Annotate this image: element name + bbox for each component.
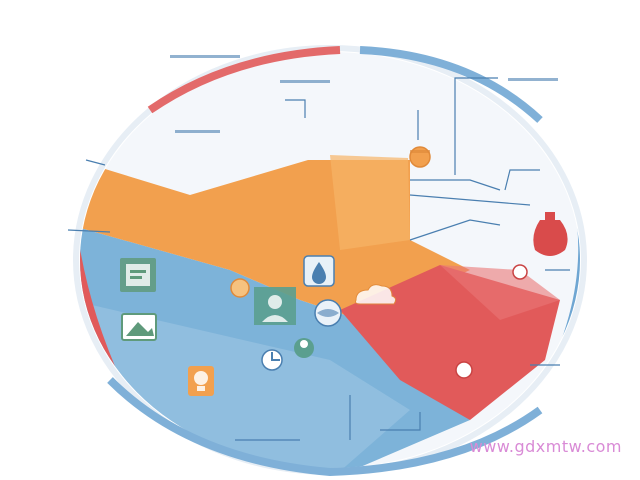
cloud-icon	[355, 284, 397, 305]
coin-icon	[409, 146, 431, 168]
globe-icon	[314, 299, 342, 327]
top-blue-arc	[359, 46, 543, 123]
bottom-blue-arc	[107, 377, 543, 477]
portrait-icon	[254, 287, 296, 325]
person-icon	[294, 338, 314, 358]
callout-markers	[170, 55, 558, 133]
leader-lines	[67, 77, 570, 441]
document-icon	[120, 258, 156, 292]
lamp-icon	[230, 278, 250, 298]
bulb-icon	[188, 366, 214, 396]
watermark: www.gdxmtw.com	[469, 437, 622, 456]
top-red-arc	[147, 46, 341, 114]
gallery-icon	[121, 313, 157, 341]
droplet-icon	[303, 255, 335, 287]
chart-icon	[261, 349, 283, 371]
sack-icon	[455, 212, 568, 379]
